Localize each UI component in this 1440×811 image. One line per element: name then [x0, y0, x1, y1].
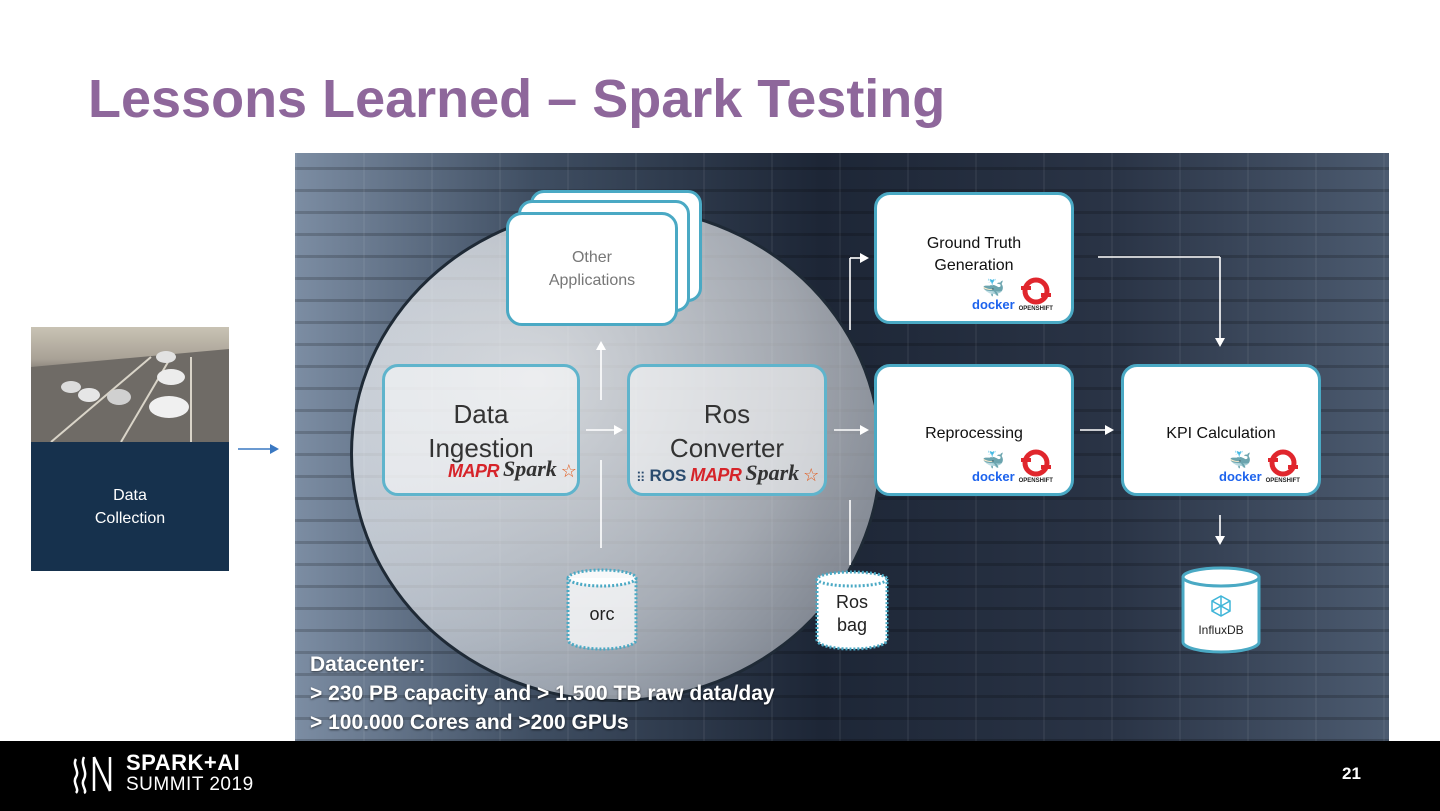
footer-logo-line1: SPARK+AI [126, 752, 254, 774]
footer-logo-line2: SUMMIT 2019 [126, 774, 254, 795]
datacenter-heading: Datacenter: [310, 650, 775, 679]
datacenter-line2: > 100.000 Cores and >200 GPUs [310, 708, 775, 737]
datacenter-line1: > 230 PB capacity and > 1.500 TB raw dat… [310, 679, 775, 708]
spark-ai-summit-logo: SPARK+AI SUMMIT 2019 [70, 752, 254, 795]
datacenter-stats: Datacenter: > 230 PB capacity and > 1.50… [310, 650, 775, 737]
page-number: 21 [1342, 764, 1361, 784]
summit-mark-icon [70, 753, 120, 795]
